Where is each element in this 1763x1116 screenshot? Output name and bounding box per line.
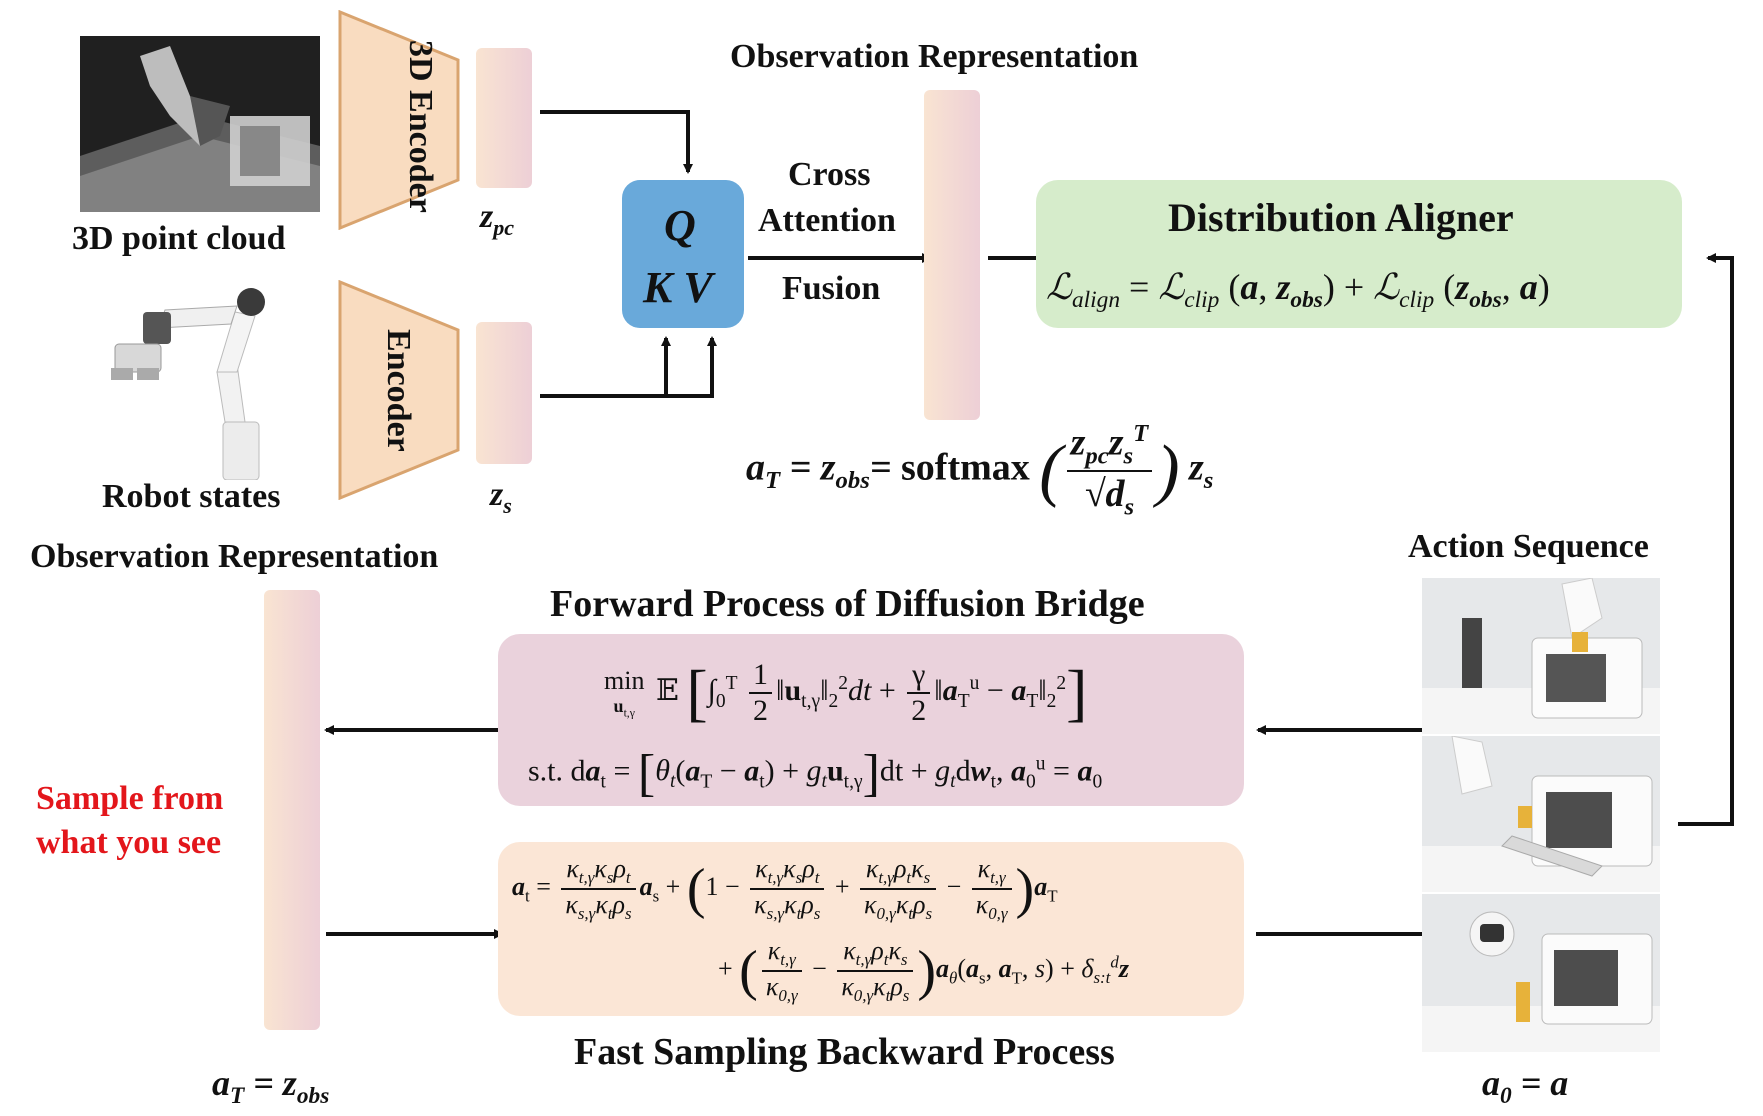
- obs-rep-left-title: Observation Representation: [30, 538, 439, 575]
- sample-text-line1: Sample from: [36, 780, 224, 817]
- obs-rep-top-title: Observation Representation: [730, 38, 1139, 75]
- obs-rep-left-bar: [264, 590, 320, 1030]
- a0-eq-a-label: a0 = a: [1482, 1063, 1569, 1110]
- robot-arm-illustration: [111, 288, 265, 480]
- encoder-shape: [338, 280, 460, 500]
- point-cloud-label: 3D point cloud: [72, 220, 286, 257]
- align-loss-formula: ℒalign = ℒclip (a, zobs) + ℒclip (zobs, …: [1046, 267, 1550, 314]
- arrow-action-to-aligner: [1678, 253, 1734, 826]
- qkv-kv-label: K V: [643, 263, 713, 312]
- action-frame-2-illustration: [1422, 736, 1660, 892]
- attention-formula: aT = zobs= softmax (zpczsT√ds) zs: [746, 420, 1214, 521]
- backward-process-title: Fast Sampling Backward Process: [574, 1031, 1115, 1073]
- z-pc-feature-bar: [476, 48, 532, 188]
- robot-arm-image: [105, 272, 295, 480]
- backward-process-box: [498, 842, 1244, 1016]
- action-frame-3: [1422, 894, 1660, 1052]
- robot-states-label: Robot states: [102, 478, 281, 515]
- forward-process-title: Forward Process of Diffusion Bridge: [550, 583, 1145, 625]
- qkv-q-label: Q: [664, 201, 696, 250]
- arrow-zs-to-v: [666, 336, 717, 398]
- cross-attention-label-2: Attention: [758, 202, 896, 239]
- fusion-label: Fusion: [782, 270, 881, 307]
- obs-rep-top-bar: [924, 90, 980, 420]
- forward-process-box: [498, 634, 1244, 806]
- arrow-zs-to-k: [540, 336, 671, 398]
- encoder-3d-shape: [338, 10, 460, 230]
- z-pc-label: zpc: [480, 198, 515, 240]
- encoder-label: Encoder: [380, 328, 417, 452]
- action-sequence-title: Action Sequence: [1408, 528, 1649, 565]
- action-frame-1-illustration: [1422, 578, 1660, 734]
- action-frame-2: [1422, 736, 1660, 892]
- encoder-3d-label: 3D Encoder: [402, 40, 439, 213]
- action-frame-1: [1422, 578, 1660, 734]
- z-s-label: zs: [490, 476, 512, 518]
- arrow-zpc-to-q: [540, 110, 693, 174]
- qkv-attention-block: [622, 180, 744, 328]
- point-cloud-image: [80, 36, 320, 212]
- aT-eq-zobs-label: aT = zobs: [212, 1063, 330, 1110]
- distribution-aligner-box: [1036, 180, 1682, 328]
- action-frame-3-illustration: [1422, 894, 1660, 1052]
- z-s-feature-bar: [476, 322, 532, 464]
- cross-attention-label-1: Cross: [788, 156, 871, 193]
- distribution-aligner-title: Distribution Aligner: [1168, 195, 1514, 240]
- sample-text-line2: what you see: [36, 824, 222, 861]
- point-cloud-illustration: [80, 36, 320, 212]
- forward-sde-formula: s.t. dat = [θt(aT − at) + gtut,γ]dt + gt…: [528, 745, 1103, 802]
